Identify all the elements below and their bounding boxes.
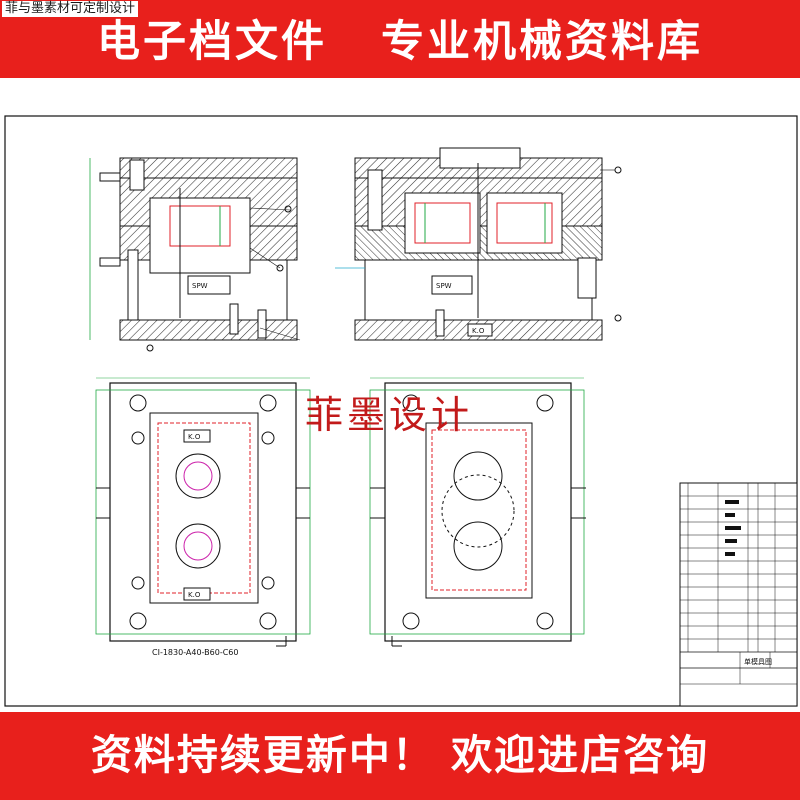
spw-label-right: SPW xyxy=(436,282,452,290)
corner-tag: 菲与墨素材可定制设计 xyxy=(2,1,139,17)
sheet-border xyxy=(4,115,798,707)
top-banner: 电子档文件 专业机械资料库 菲与墨素材可定制设计 xyxy=(0,0,800,78)
title-block-name: 单模具图 xyxy=(744,657,772,666)
bottom-banner-title: 资料持续更新中！ 欢迎进店咨询 xyxy=(90,731,710,779)
top-banner-title: 电子档文件 专业机械资料库 xyxy=(97,17,703,67)
cad-drawing-sheet: SPW SPW K.O xyxy=(4,115,798,707)
ko-label-plan-1: K.O xyxy=(188,433,201,441)
section-view-right: SPW K.O xyxy=(335,147,622,341)
bottom-banner: 资料持续更新中！ 欢迎进店咨询 xyxy=(0,712,800,800)
ko-label-plan-2: K.O xyxy=(188,591,201,599)
mold-code-label: CI-1830-A40-B60-C60 xyxy=(152,648,239,657)
title-block: 单模具图 xyxy=(679,482,798,707)
section-view-left: SPW xyxy=(89,157,301,352)
plan-view-left: K.O K.O xyxy=(95,377,311,647)
watermark: 菲墨设计 xyxy=(305,393,474,437)
ko-label-section: K.O xyxy=(472,327,485,335)
spw-label-left: SPW xyxy=(192,282,208,290)
plan-view-right xyxy=(369,377,586,647)
